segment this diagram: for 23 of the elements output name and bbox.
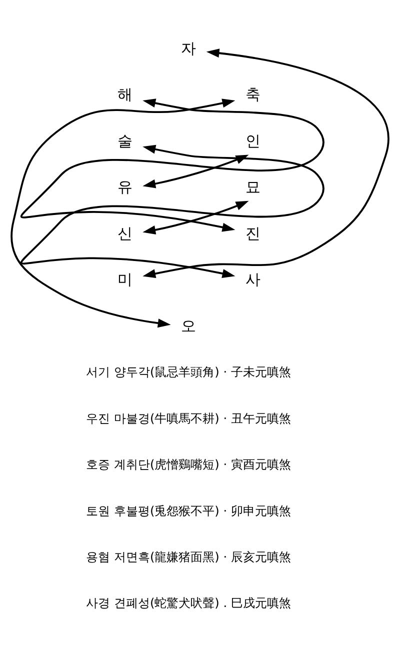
node-text: 자 <box>181 39 196 58</box>
arrow <box>21 98 324 232</box>
arrow <box>21 144 324 278</box>
node-text: 묘 <box>245 178 260 196</box>
node-text: 인 <box>245 132 260 150</box>
arrow <box>142 48 390 278</box>
label: 사경 견폐성(蛇驚犬吠聲) . 巳戌元嗔煞 <box>86 596 291 610</box>
node-text: 유 <box>117 178 132 196</box>
label: 토원 후불평(兎怨猴不平) · 卯申元嗔煞 <box>86 504 291 518</box>
arrow <box>142 200 249 234</box>
node-text: 신 <box>117 224 132 242</box>
node-text: 해 <box>117 86 132 104</box>
label: 용혐 저면흑(龍嫌猪面黑) · 辰亥元嗔煞 <box>86 550 291 564</box>
node-text: 축 <box>245 86 260 104</box>
node-text: 오 <box>181 316 196 335</box>
label: 서기 양두각(鼠忌羊頭角) · 子未元嗔煞 <box>86 365 291 380</box>
node-text: 사 <box>245 270 260 289</box>
label: 우진 마불경(牛嗔馬不耕) · 丑午元嗔煞 <box>86 411 291 426</box>
node-text: 진 <box>245 224 260 242</box>
node-text: 미 <box>117 270 132 289</box>
arrow <box>10 98 236 328</box>
label: 호증 계취단(虎憎鷄嘴短) · 寅酉元嗔煞 <box>86 458 291 472</box>
node-text: 술 <box>117 132 132 150</box>
